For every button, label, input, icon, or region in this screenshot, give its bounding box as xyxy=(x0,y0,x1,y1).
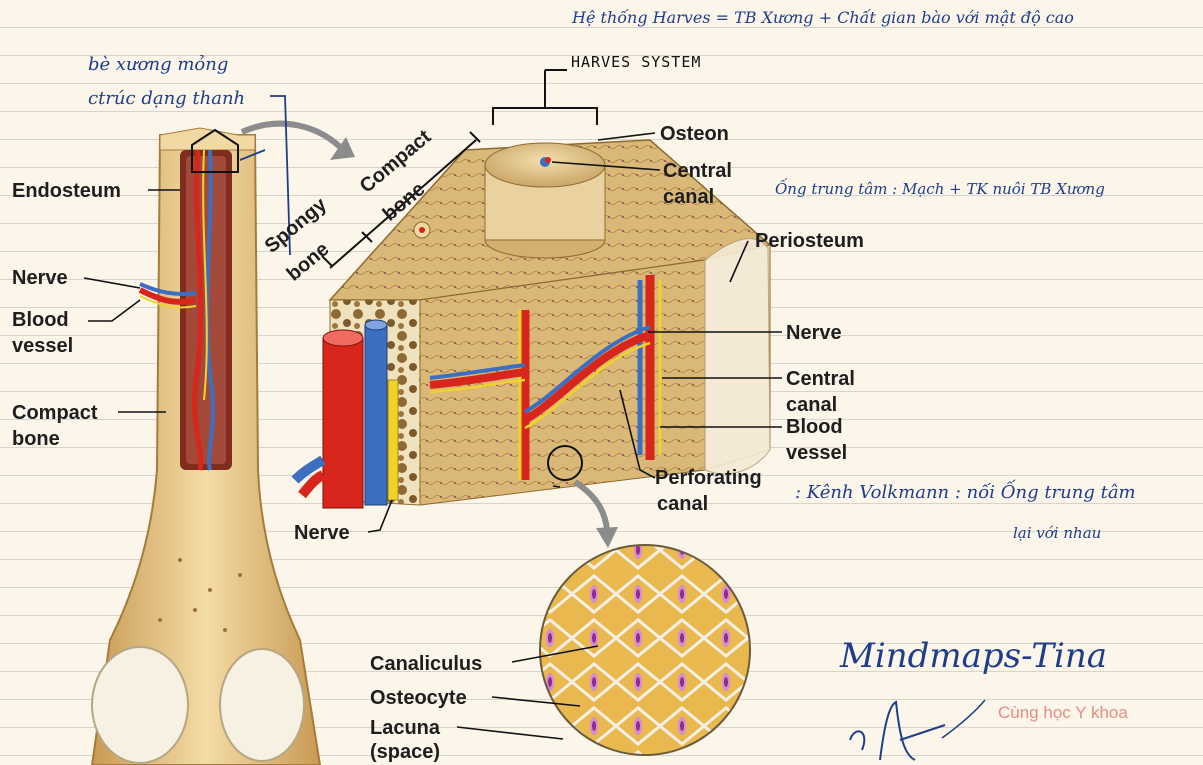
label-lacuna-2: (space) xyxy=(370,740,440,764)
label-central-canal-right-1: Central xyxy=(786,367,855,391)
label-periosteum: Periosteum xyxy=(755,229,864,253)
label-nerve-right: Nerve xyxy=(786,321,842,345)
label-nerve-bottom: Nerve xyxy=(294,521,350,545)
label-blood-vessel-left-2: vessel xyxy=(12,334,73,358)
label-endosteum: Endosteum xyxy=(12,179,121,203)
watermark-subtitle: Cùng học Y khoa xyxy=(998,703,1128,723)
note-central-canal: Ống trung tâm : Mạch + TK nuôi TB Xương xyxy=(775,180,1105,198)
label-nerve-left: Nerve xyxy=(12,266,68,290)
label-osteocyte: Osteocyte xyxy=(370,686,467,710)
label-compact-bone-left-1: Compact xyxy=(12,401,98,425)
label-osteon: Osteon xyxy=(660,122,729,146)
magnified-lacunae xyxy=(540,545,750,755)
label-perforating-canal-2: canal xyxy=(657,492,708,516)
label-perforating-canal-1: Perforating xyxy=(655,466,762,490)
label-central-canal-top-2: canal xyxy=(663,185,714,209)
label-blood-vessel-right-2: vessel xyxy=(786,441,847,465)
note-thin-bone-1: bè xương mỏng xyxy=(88,54,228,75)
watermark-title: Mindmaps-Tina xyxy=(840,636,1107,676)
label-lacuna-1: Lacuna xyxy=(370,716,440,740)
note-thin-bone-2: ctrúc dạng thanh xyxy=(88,88,245,109)
label-harves-system: HARVES SYSTEM xyxy=(571,53,701,71)
zoom-arrow-top xyxy=(242,124,345,152)
signature xyxy=(850,702,945,760)
label-central-canal-right-2: canal xyxy=(786,393,837,417)
zoom-arrow-bottom xyxy=(575,482,607,530)
label-blood-vessel-left-1: Blood xyxy=(12,308,69,332)
note-volkmann-2: lại với nhau xyxy=(1013,524,1101,542)
label-canaliculus: Canaliculus xyxy=(370,652,482,676)
label-central-canal-top-1: Central xyxy=(663,159,732,183)
label-blood-vessel-right-1: Blood xyxy=(786,415,843,439)
label-compact-bone-left-2: bone xyxy=(12,427,60,451)
note-volkmann-1: : Kênh Volkmann : nối Ống trung tâm xyxy=(795,482,1136,503)
note-top: Hệ thống Harves = TB Xương + Chất gian b… xyxy=(572,8,1074,27)
